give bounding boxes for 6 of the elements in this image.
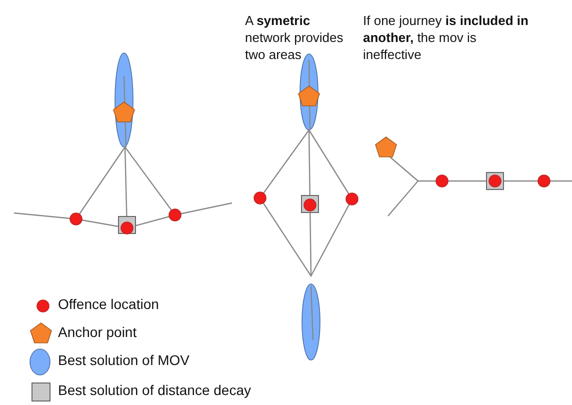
legend-label: Best solution of distance decay [58, 382, 252, 399]
caption-text: A symetric network provides two areas [245, 12, 344, 63]
legend-label: Anchor point [58, 324, 137, 341]
legend-label: Best solution of MOV [58, 352, 190, 369]
caption-text: If one journey is included in another, the mov is ineffective [363, 12, 530, 63]
legend-label: Offence location [58, 296, 159, 313]
